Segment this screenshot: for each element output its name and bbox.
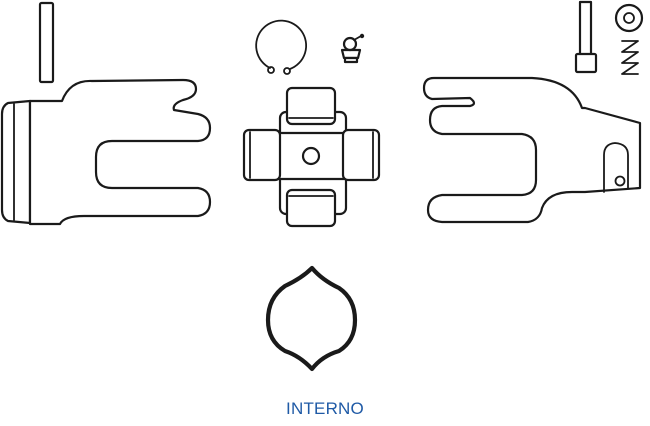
yoke-left <box>0 78 212 226</box>
retaining-bar <box>38 1 55 84</box>
cross-journal <box>242 86 381 228</box>
diagram-caption: INTERNO <box>286 399 364 418</box>
bolt <box>574 0 598 74</box>
grease-nipple <box>340 33 365 64</box>
yoke-right <box>422 76 642 224</box>
washer <box>614 3 644 33</box>
circlip <box>255 19 308 75</box>
lemon-profile <box>265 265 358 372</box>
spring-washer <box>621 40 639 75</box>
